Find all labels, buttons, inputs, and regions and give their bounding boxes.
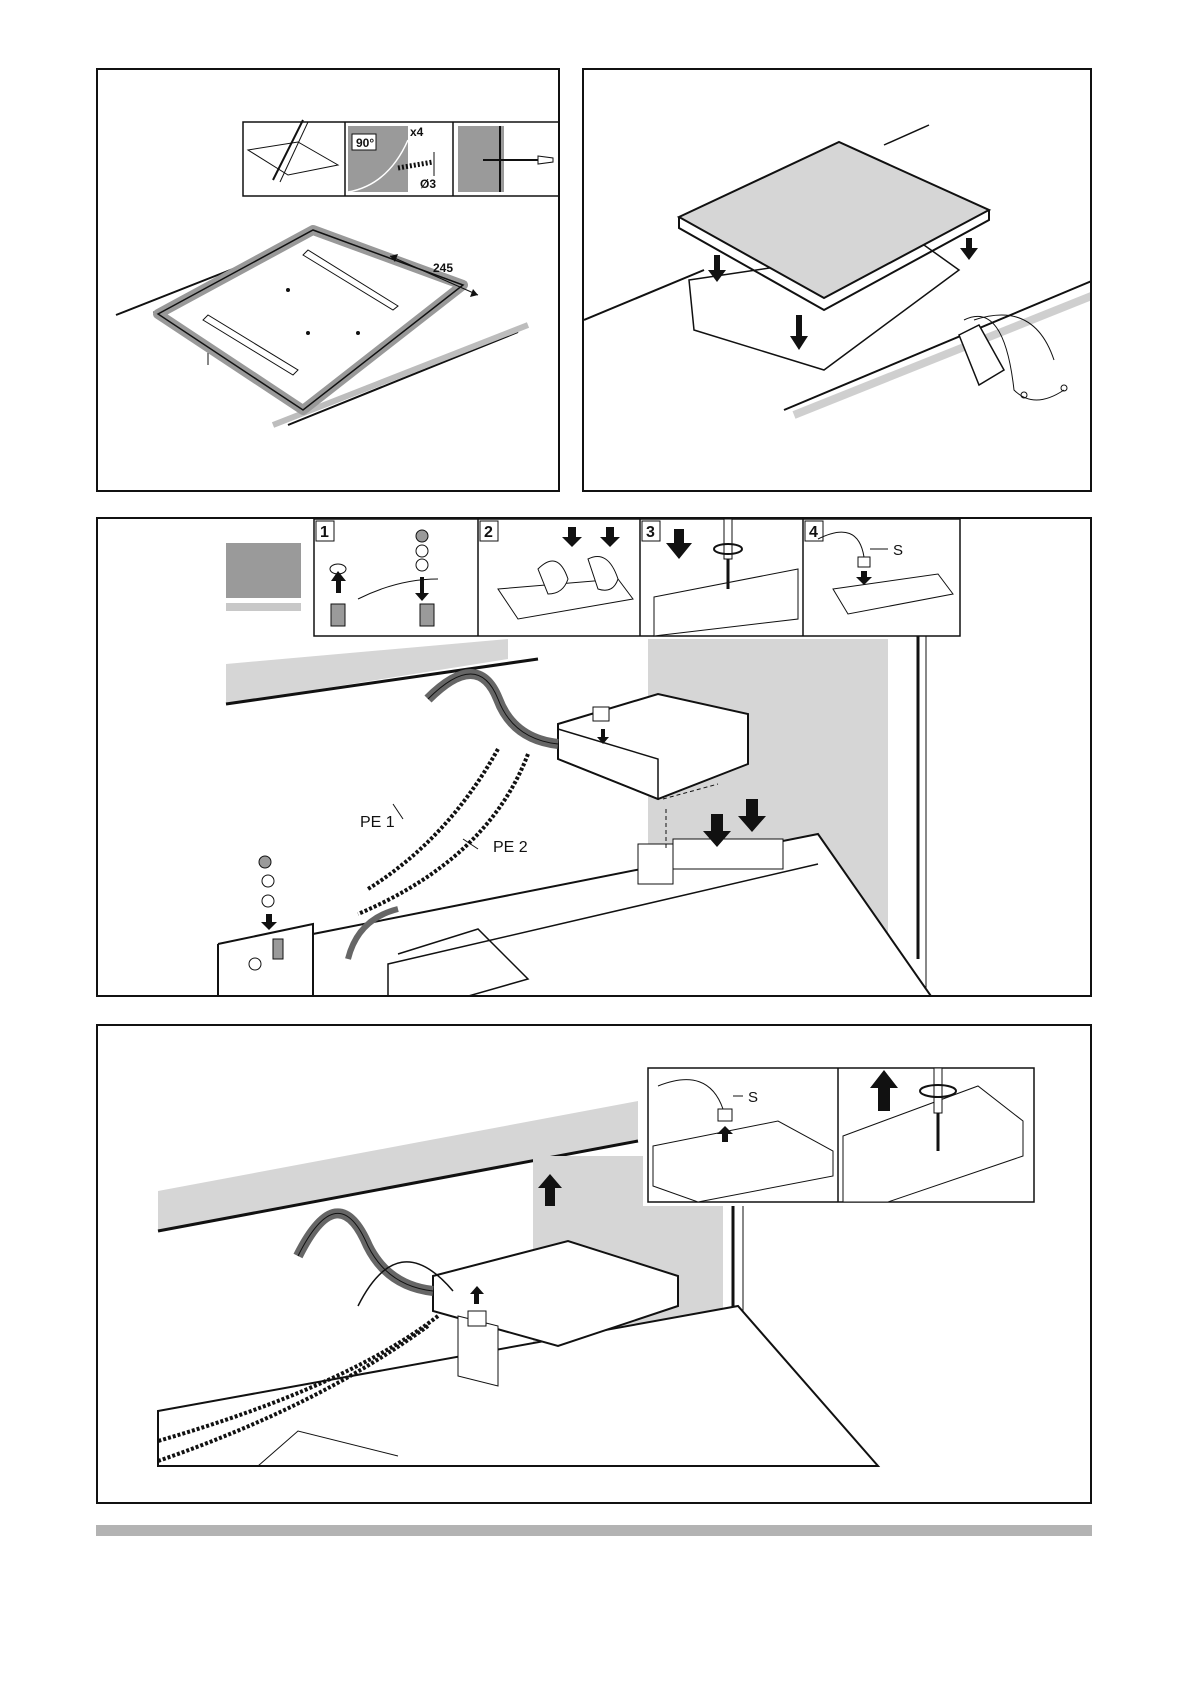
removal-illustration: S: [98, 1026, 1092, 1504]
hob-insertion-illustration: [584, 70, 1092, 492]
inset-strip: 90° x4 Ø3: [243, 120, 560, 196]
step-label-3: 3: [646, 524, 655, 541]
removal-inset: S: [643, 1066, 1038, 1206]
footer-bar: [96, 1525, 1092, 1536]
pe1-label: PE 1: [360, 814, 395, 831]
panel-terminal-removal: S: [96, 1024, 1092, 1504]
panel-bracket-mounting: 90° x4 Ø3: [96, 68, 560, 492]
step-label-1: 1: [320, 524, 329, 541]
gray-swatch: [226, 543, 301, 598]
panel-connecting-terminal: 1 2 3 4: [96, 517, 1092, 997]
bracket-mounting-illustration: 90° x4 Ø3: [98, 70, 560, 492]
angle-label: 90°: [356, 136, 374, 150]
step-label-4: 4: [809, 524, 818, 541]
panel-hob-insertion: [582, 68, 1092, 492]
sensor-label-removal: S: [748, 1089, 758, 1106]
connecting-illustration: 1 2 3 4: [98, 519, 1092, 997]
dimension-label: 245: [433, 261, 453, 275]
count-label: x4: [410, 125, 424, 139]
steps-strip: 1 2 3 4: [314, 519, 960, 636]
worktop-cutout: 245: [116, 230, 528, 425]
sensor-label-step4: S: [893, 542, 903, 559]
step-label-2: 2: [484, 524, 493, 541]
main-connection-drawing: PE 1 PE 2: [218, 636, 933, 997]
diameter-label: Ø3: [420, 177, 436, 191]
pe2-label: PE 2: [493, 839, 528, 856]
